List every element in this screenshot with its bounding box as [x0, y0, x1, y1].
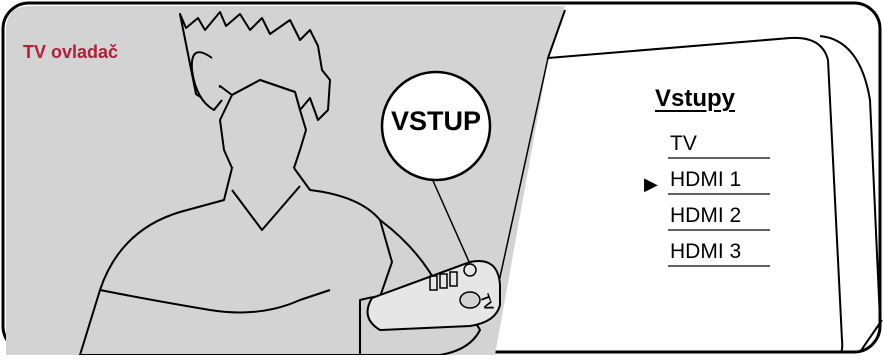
menu-item-tv[interactable]: TV [670, 132, 697, 156]
menu-title: Vstupy [655, 85, 735, 113]
selection-arrow-icon: ▶ [644, 174, 658, 195]
menu-item-hdmi2[interactable]: HDMI 2 [670, 204, 741, 228]
menu-item-hdmi1[interactable]: HDMI 1 [670, 168, 741, 192]
input-button-callout: VSTUP [376, 106, 496, 137]
remote-control-label: TV ovladač [23, 42, 118, 63]
remote-thumb [460, 292, 480, 308]
menu-item-hdmi3[interactable]: HDMI 3 [670, 240, 741, 264]
